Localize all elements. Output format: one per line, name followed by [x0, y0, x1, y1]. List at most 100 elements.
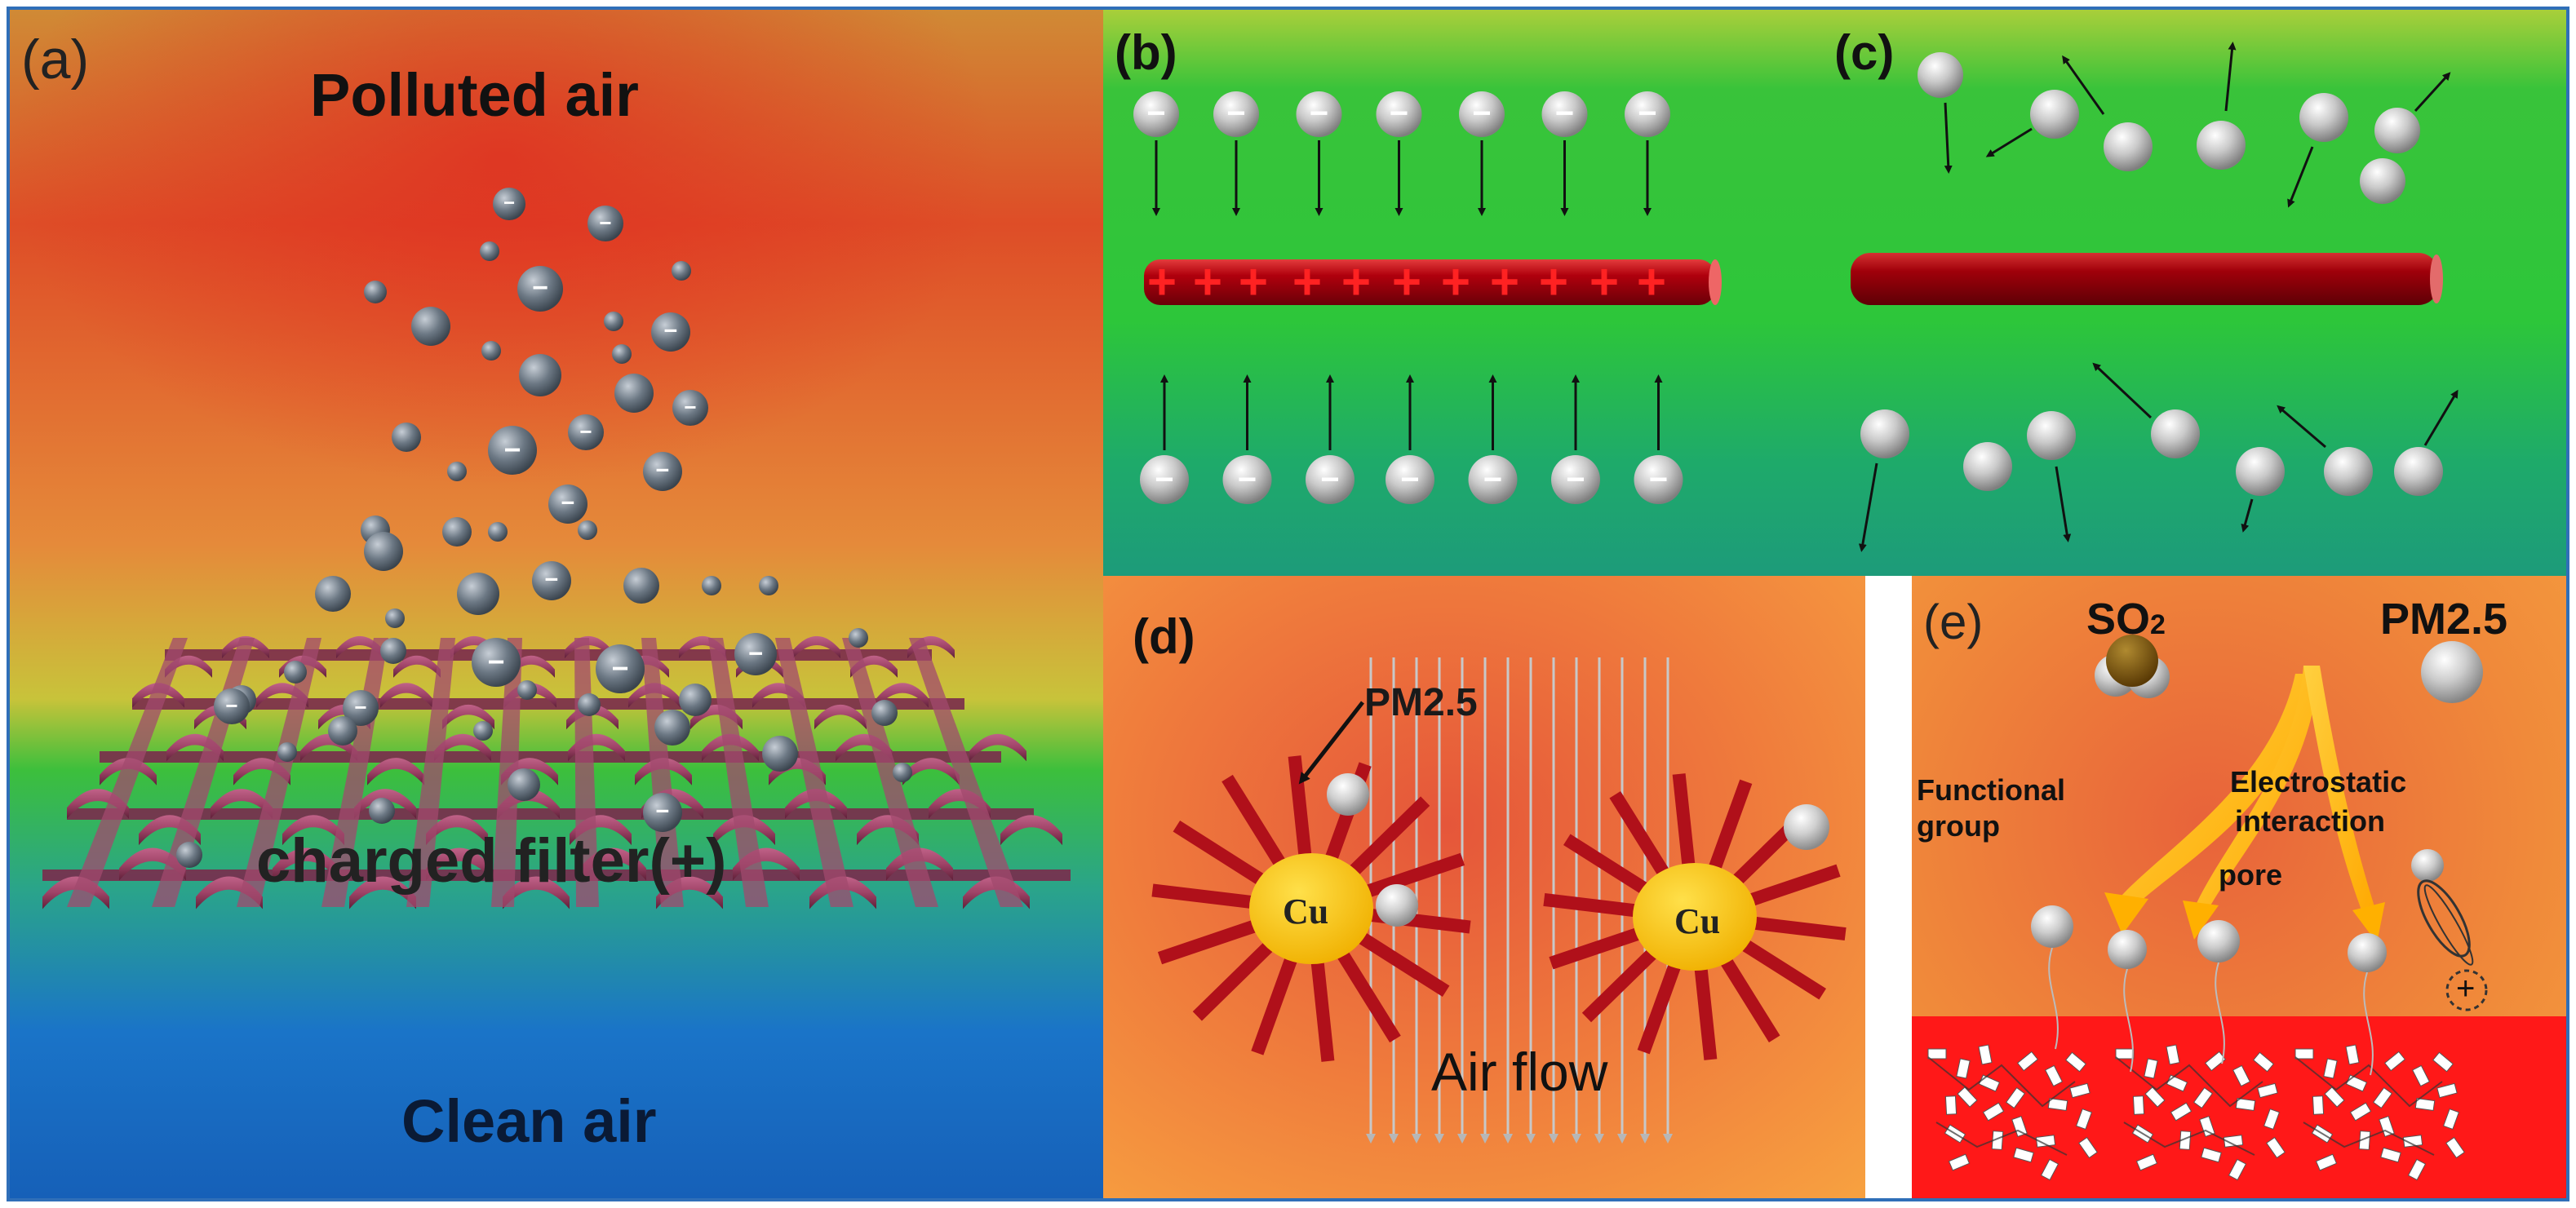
- particle-negative-charge: −: [1555, 95, 1574, 131]
- substrate-crystal: [2065, 1051, 2086, 1073]
- cu-nanorod: [1355, 930, 1450, 998]
- cu-label-left: Cu: [1283, 892, 1329, 931]
- mesh-fiber-arch: [713, 815, 775, 846]
- random-motion-arrow: [1985, 127, 2033, 157]
- mesh-fiber-arch: [132, 683, 184, 708]
- negative-particle-bottom: [1468, 455, 1518, 504]
- mesh-fiber-arch: [628, 683, 681, 708]
- so2-label: SO2: [2086, 594, 2166, 644]
- random-motion-arrow: [2092, 362, 2153, 419]
- panel-e-tag: (e): [1923, 595, 1984, 649]
- substrate-crystal: [2201, 1147, 2222, 1163]
- negative-particle-bottom: [1386, 455, 1434, 504]
- cu-core: [1633, 863, 1757, 971]
- clean-air-label: Clean air: [401, 1087, 657, 1155]
- particle-negative-charge: −: [1238, 462, 1257, 498]
- mesh-fiber-arch: [349, 876, 416, 909]
- fiber-body: [1144, 259, 1715, 305]
- substrate-crystal: [2312, 1095, 2325, 1115]
- particle-negative-charge: −: [664, 318, 678, 344]
- uncharged-fiber: [1851, 253, 2443, 305]
- substrate-crystal: [2253, 1051, 2274, 1073]
- mesh-fiber-arch: [426, 847, 493, 881]
- pollutant-particle: [587, 206, 623, 241]
- particle-negative-charge: −: [1310, 95, 1328, 131]
- panel-b: +++++++++++ −−−−−−−−−−−−−− (b): [1103, 10, 1818, 576]
- pollutant-particle: [651, 312, 690, 352]
- pollutant-particle: [578, 520, 597, 540]
- pollutant-particle: [679, 684, 712, 716]
- pollutant-particle: [643, 793, 682, 832]
- random-motion-arrow: [2423, 389, 2459, 446]
- cu-nanorod: [1157, 918, 1261, 965]
- particle-negative-charge: −: [684, 395, 696, 419]
- pollutant-particle: [672, 261, 691, 281]
- particle-negative-charge: −: [611, 652, 628, 685]
- substrate-network-lines: [2115, 1056, 2263, 1156]
- curved-flow-arrows: [2104, 666, 2385, 943]
- neutral-particle: [1860, 409, 1909, 458]
- substrate-crystal: [2315, 1153, 2338, 1171]
- pollutant-particle: [480, 241, 499, 261]
- cu-nanorod: [1346, 796, 1430, 878]
- fiber-positive-charges: +++++++++++: [1147, 254, 1666, 311]
- negative-particle-top: [1625, 91, 1670, 137]
- panel-a-tag: (a): [21, 29, 90, 91]
- substrate-crystal: [1982, 1102, 2005, 1122]
- cu-nanorod: [1310, 958, 1335, 1062]
- random-motion-arrow: [2277, 405, 2326, 449]
- pollutant-particle: [612, 344, 632, 364]
- cu-nanorod: [1637, 960, 1683, 1055]
- substrate-crystal: [2047, 1097, 2068, 1112]
- neutral-particle: [2374, 108, 2420, 153]
- random-motion-arrow: [1944, 102, 1953, 174]
- random-motion-arrow: [2241, 498, 2254, 533]
- cu-nanorod: [1609, 791, 1671, 879]
- particle-negative-charge: −: [503, 433, 521, 467]
- mesh-fiber-arch: [393, 655, 441, 678]
- substrate-crystal: [2166, 1044, 2180, 1065]
- mesh-weft-thread: [641, 638, 684, 907]
- substrate-crystal: [2144, 1058, 2158, 1079]
- pollutant-particle: [442, 517, 472, 546]
- neutral-particle: [2151, 409, 2200, 458]
- cu-nanorod: [1543, 892, 1641, 918]
- pollutant-particle: [643, 452, 682, 491]
- particle-negative-charge: −: [1472, 95, 1491, 131]
- pollutant-particle: [364, 532, 403, 571]
- neutral-particle: [1963, 442, 2012, 491]
- mesh-fiber-arch: [434, 733, 491, 762]
- mesh-fiber-arch: [442, 704, 494, 730]
- substrate-crystal: [2228, 1158, 2247, 1181]
- substrate-crystals: [1927, 1044, 2465, 1181]
- substrate-crystal: [2011, 1116, 2028, 1137]
- particle-negative-charge: −: [532, 272, 548, 303]
- arrow-head-middle: [2183, 900, 2219, 940]
- captured-pm25-particle: [1376, 884, 1418, 927]
- pollutant-particle: [672, 390, 708, 426]
- mesh-fiber-arch: [876, 683, 929, 708]
- pollutant-particle: [762, 736, 798, 772]
- substrate-crystal: [2132, 1095, 2145, 1115]
- cu-nanorod: [1672, 773, 1696, 869]
- particle-negative-charge: −: [545, 567, 559, 593]
- pollutant-particle: [364, 281, 387, 303]
- mesh-fiber-arch: [969, 733, 1026, 762]
- substrate-crystal: [2075, 1108, 2093, 1131]
- pollutant-particle: [457, 573, 499, 615]
- arrow-to-electrostatic: [2303, 666, 2377, 918]
- substrate-crystal: [2013, 1147, 2034, 1163]
- substrate-crystal: [2323, 1058, 2338, 1079]
- substrate-crystal: [2069, 1082, 2091, 1099]
- substrate-crystal: [2436, 1082, 2458, 1099]
- negative-particle-top: [1376, 91, 1422, 137]
- particle-negative-charge: −: [354, 695, 366, 719]
- substrate-crystal: [2204, 1051, 2227, 1072]
- mesh-fiber-arch: [426, 815, 488, 846]
- panel-b-tag: (b): [1115, 25, 1177, 80]
- random-particles: [1858, 42, 2459, 552]
- panel-e: (e) SO2 PM2.5 Functional group Electrost…: [1912, 576, 2566, 1198]
- substrate-crystal: [2235, 1097, 2256, 1112]
- mesh-fiber-arch: [380, 683, 432, 708]
- negative-particle-bottom: [1306, 455, 1355, 504]
